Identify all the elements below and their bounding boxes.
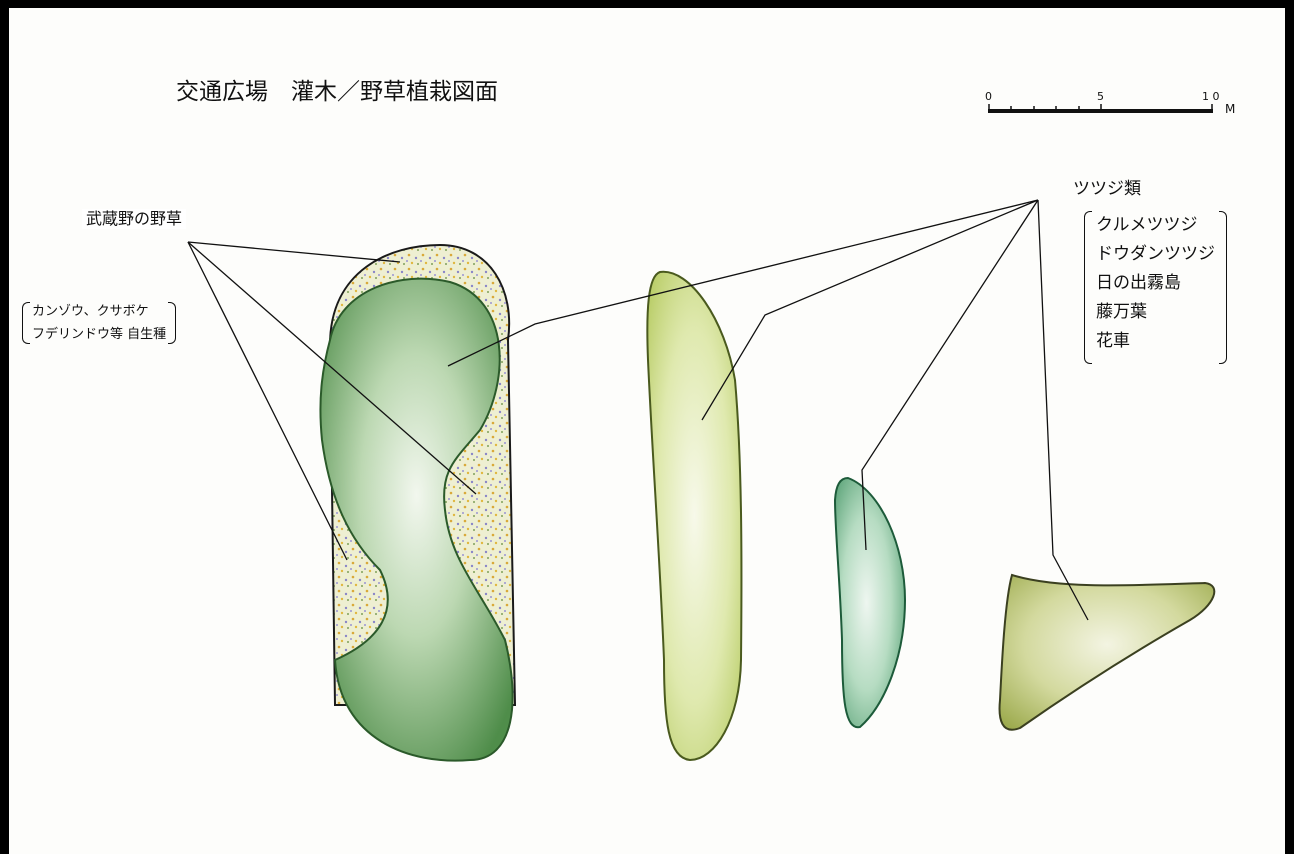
- azalea-bed-triangle: [998, 573, 1216, 731]
- bracket-left: [22, 302, 30, 344]
- scale-bar: [988, 104, 1213, 113]
- species-item: フデリンドウ等 自生種: [32, 327, 167, 342]
- species-item: ドウダンツツジ: [1096, 244, 1215, 264]
- leader-lines-wildgrass: [187, 241, 477, 561]
- scale-unit: M: [1225, 102, 1236, 116]
- bracket-right: [1219, 211, 1227, 364]
- species-item: 藤万葉: [1096, 302, 1147, 322]
- leader-lines-tsutsuji: [447, 199, 1089, 621]
- species-item: 花車: [1096, 331, 1130, 351]
- bracket-left: [1084, 211, 1092, 364]
- species-item: カンゾウ、クサボケ: [32, 304, 149, 319]
- drawing-title: 交通広場 灌木／野草植栽図面: [176, 79, 498, 105]
- scale-tick-label: 0: [985, 90, 992, 103]
- scale-tick-label: 5: [1097, 90, 1104, 103]
- species-item: クルメツツジ: [1096, 215, 1198, 235]
- wild-grass-species-list: カンゾウ、クサボケ フデリンドウ等 自生種: [22, 300, 177, 346]
- tsutsuji-heading: ツツジ類: [1073, 179, 1141, 199]
- bracket-right: [168, 302, 177, 344]
- azalea-bed-crescent: [833, 476, 907, 729]
- scale-tick-label: 1 0: [1202, 90, 1220, 103]
- wild-grass-label: 武蔵野の野草: [82, 209, 187, 229]
- azalea-bed-long: [646, 270, 743, 762]
- species-item: 日の出霧島: [1096, 273, 1181, 293]
- tsutsuji-species-list: クルメツツジ ドウダンツツジ 日の出霧島 藤万葉 花車: [1084, 211, 1227, 364]
